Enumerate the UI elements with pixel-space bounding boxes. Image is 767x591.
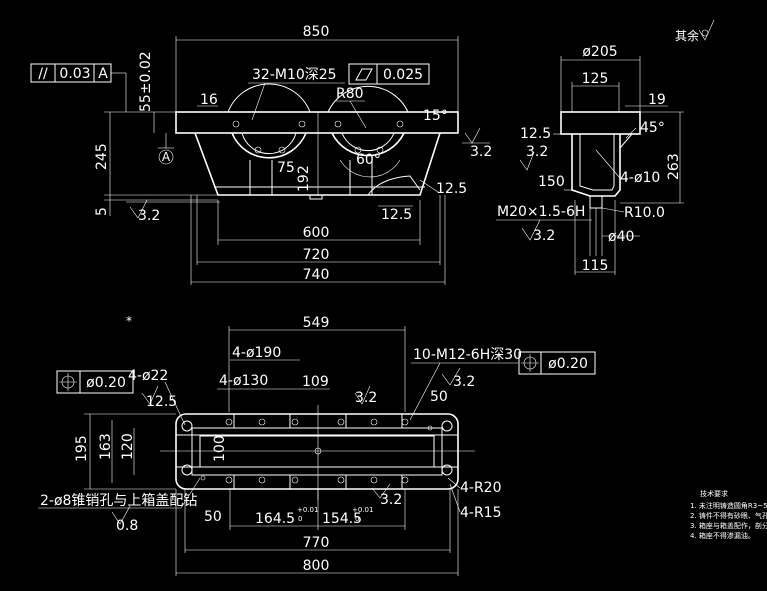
tol-1-lower: 0 — [298, 515, 302, 523]
angle-45: 45° — [640, 120, 665, 136]
svg-text:12.5: 12.5 — [146, 394, 177, 410]
dim-770: 770 — [303, 535, 330, 551]
flatness-datum: A — [98, 66, 108, 82]
dim-d205: ø205 — [582, 44, 617, 60]
dim-600: 600 — [303, 225, 330, 241]
dim-109: 109 — [302, 374, 329, 390]
flatness-value: 0.03 — [59, 66, 90, 82]
dim-75: 75 — [277, 160, 295, 176]
dim-12-5-b: 12.5 — [381, 207, 412, 223]
svg-text:ø0.20: ø0.20 — [548, 356, 588, 372]
notes-title: 技术要求 — [700, 489, 728, 498]
roughness-plan-a: 12.5 — [141, 385, 177, 410]
technical-notes: 技术要求 1. 未注明铸造圆角R3~5。 2. 铸件不得有砂眼、气孔等缺陷。 3… — [690, 489, 767, 540]
dim-4-d130: 4-ø130 — [219, 373, 268, 389]
position-frame-left: ø0.20 — [56, 370, 134, 394]
flatness-frame: // 0.03 A — [30, 63, 127, 112]
dim-55: 55±0.02 — [138, 51, 154, 112]
parallel-value: 0.025 — [383, 67, 423, 83]
dim-154-5: 154.5 — [322, 511, 362, 527]
dim-4-d22: 4-ø22 — [128, 368, 168, 384]
parallel-frame: 0.025 — [348, 63, 430, 85]
dim-d40: ø40 — [608, 229, 634, 245]
datum-a: A — [158, 133, 174, 165]
svg-text:ø0.20: ø0.20 — [86, 375, 126, 391]
dim-4-r20: 4-R20 — [460, 480, 502, 496]
svg-text:3.2: 3.2 — [355, 390, 377, 406]
tol-2-upper: +0.01 — [352, 506, 373, 514]
dim-50-b: 50 — [204, 509, 222, 525]
roughness-general: 其余 — [675, 19, 715, 43]
svg-text:3.2: 3.2 — [526, 144, 548, 160]
dim-125: 125 — [582, 71, 609, 87]
roughness-front-right: 3.2 — [462, 127, 492, 160]
dim-163: 163 — [98, 433, 114, 460]
svg-text:A: A — [162, 150, 171, 164]
dim-4-r15: 4-R15 — [460, 505, 502, 521]
svg-text:3.2: 3.2 — [470, 144, 492, 160]
star-mark: * — [126, 314, 132, 328]
thread-top-note: 32-M10深25 — [252, 67, 337, 83]
dim-50-a: 50 — [430, 389, 448, 405]
dim-549: 549 — [303, 315, 330, 331]
dim-r10: R10.0 — [624, 205, 665, 221]
dim-120: 120 — [120, 433, 136, 460]
dim-850: 850 — [303, 24, 330, 40]
notes-line-1: 1. 未注明铸造圆角R3~5。 — [690, 501, 767, 510]
roughness-plan-c: 3.2 — [354, 385, 377, 406]
dim-800: 800 — [303, 558, 330, 574]
dim-100: 100 — [212, 435, 228, 462]
notes-line-4: 4. 箱座不得渗漏油。 — [690, 531, 755, 540]
dim-19: 19 — [648, 92, 666, 108]
roughness-side-b: 3.2 — [521, 219, 555, 244]
dim-192: 192 — [296, 165, 312, 192]
roughness-general-label: 其余 — [675, 28, 699, 43]
svg-text:3.2: 3.2 — [533, 228, 555, 244]
dim-4-d190: 4-ø190 — [232, 345, 281, 361]
thread-m12: 10-M12-6H深30 — [413, 347, 522, 363]
roughness-plan-b: 3.2 — [441, 367, 475, 390]
front-view: 850 // 0.03 A 55±0.02 32-M10深25 0.025 R8… — [30, 24, 492, 285]
svg-text:0.8: 0.8 — [116, 518, 138, 534]
thread-m20: M20×1.5-6H — [497, 204, 585, 220]
flatness-symbol: // — [38, 66, 48, 82]
dim-12-5: 12.5 — [520, 126, 551, 142]
holes-4-d10: 4-ø10 — [620, 170, 660, 186]
plan-view: 549 4-ø190 4-ø130 109 10-M12-6H深30 ø0.20… — [38, 315, 596, 576]
notes-line-2: 2. 铸件不得有砂眼、气孔等缺陷。 — [690, 511, 767, 520]
dim-115: 115 — [582, 258, 609, 274]
roughness-side: 3.2 — [519, 144, 548, 171]
dim-164-5: 164.5 — [255, 511, 295, 527]
roughness-plan-d: 3.2 — [371, 483, 402, 508]
tol-2-lower: 0 — [355, 515, 359, 523]
notes-line-3: 3. 箱座与箱盖配作，剖分面涂密封胶。 — [690, 521, 767, 530]
dim-740: 740 — [303, 267, 330, 283]
svg-text:3.2: 3.2 — [138, 208, 160, 224]
tol-1-upper: +0.01 — [297, 506, 318, 514]
dim-r80: R80 — [336, 86, 364, 102]
position-frame-right: ø0.20 — [518, 351, 596, 375]
angle-60: 60° — [356, 152, 381, 168]
dim-245: 245 — [94, 143, 110, 170]
svg-text:3.2: 3.2 — [380, 492, 402, 508]
pin-holes-note: 2-ø8锥销孔与上箱盖配钻 — [40, 493, 197, 509]
dim-15deg: 15° — [423, 108, 448, 124]
side-view: ø205 125 19 12.5 45° 3.2 — [496, 44, 684, 275]
roughness-front-left: 3.2 — [126, 199, 220, 224]
dim-263: 263 — [666, 153, 682, 180]
svg-text:3.2: 3.2 — [453, 374, 475, 390]
dim-195: 195 — [74, 435, 90, 462]
dim-16: 16 — [200, 92, 218, 108]
dim-150: 150 — [538, 174, 565, 190]
roughness-plan-e: 0.8 — [111, 505, 138, 534]
dim-5: 5 — [94, 207, 110, 216]
dim-12-5-a: 12.5 — [436, 181, 467, 197]
dim-720: 720 — [303, 247, 330, 263]
